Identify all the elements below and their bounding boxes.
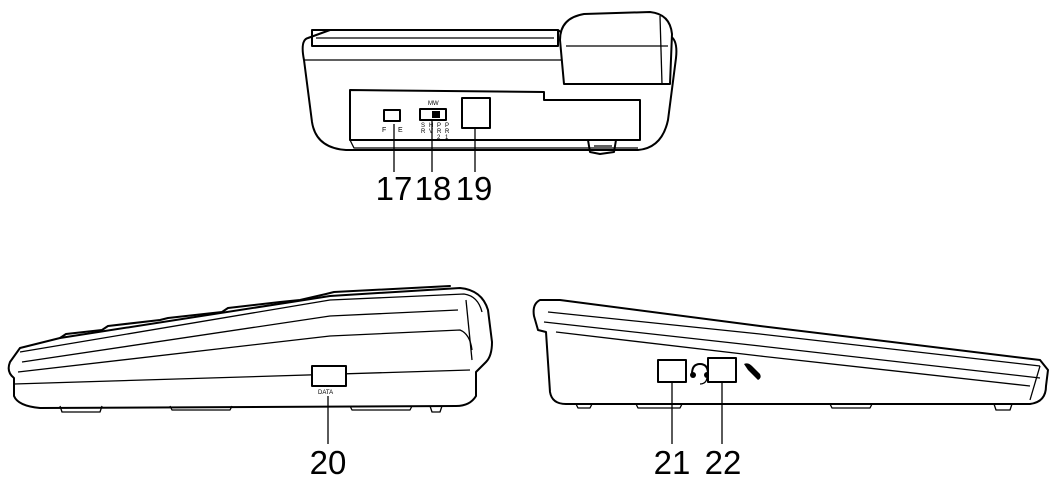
callout-20: 20 — [310, 444, 347, 481]
svg-text:R: R — [445, 129, 450, 135]
svg-text:H: H — [429, 123, 433, 129]
svg-text:2: 2 — [437, 135, 441, 141]
callout-17: 17 — [376, 170, 413, 207]
data-port — [311, 365, 347, 387]
handset-port — [707, 357, 737, 383]
callout-21: 21 — [654, 444, 691, 481]
switch-17 — [383, 109, 401, 122]
svg-text:1: 1 — [445, 135, 449, 141]
headset-port — [657, 359, 687, 383]
data-port-label: DATA — [318, 390, 333, 396]
left-side-body — [7, 287, 493, 409]
svg-text:P: P — [437, 123, 441, 129]
svg-text:R: R — [421, 129, 426, 135]
switch-18-slider — [432, 111, 440, 118]
svg-text:R: R — [437, 129, 442, 135]
left-side-keys — [59, 285, 451, 339]
switch-17-label-right: E — [398, 127, 403, 134]
switch-17-label-left: F — [382, 127, 386, 134]
callout-22: 22 — [705, 444, 742, 481]
svg-text:V: V — [429, 129, 433, 135]
left-side-view: DATA 20 — [7, 285, 493, 481]
rear-handset — [559, 11, 673, 85]
rear-foot — [587, 139, 617, 155]
right-side-view: 21 22 — [532, 299, 1049, 481]
svg-text:P: P — [445, 123, 449, 129]
port-19 — [461, 97, 491, 129]
rear-view: F E MW S R H V P R 2 P R 1 17 18 19 — [301, 11, 678, 207]
handset-icon — [744, 363, 761, 380]
right-side-body — [532, 299, 1049, 405]
switch-18-mode-labels: S R H V P R 2 P R 1 — [421, 123, 450, 141]
rear-top-lip — [311, 29, 559, 47]
callout-19: 19 — [456, 170, 493, 207]
callout-18: 18 — [415, 170, 452, 207]
switch-18-label-top: MW — [428, 101, 439, 107]
svg-text:S: S — [421, 123, 425, 129]
